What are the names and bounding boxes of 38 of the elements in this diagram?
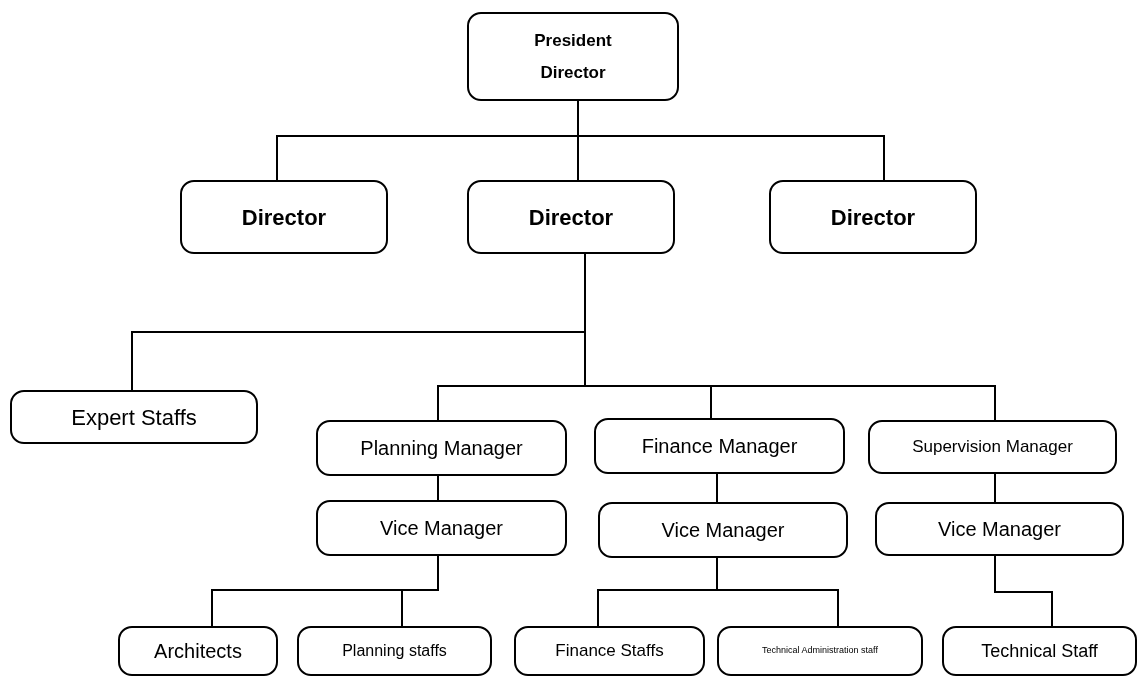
box-label: Supervision Manager — [912, 436, 1073, 459]
org-box — [10, 390, 258, 444]
box-label: Planning Manager — [360, 436, 523, 461]
org-box — [717, 626, 923, 676]
box-label: Finance Manager — [641, 434, 798, 459]
org-box — [316, 500, 567, 556]
org-box — [316, 420, 567, 476]
connector-line — [716, 473, 718, 503]
org-box — [467, 180, 675, 254]
connector-line — [994, 555, 1053, 627]
box-label: Vice Manager — [379, 516, 503, 541]
org-box — [514, 626, 705, 676]
org-box — [598, 502, 848, 558]
connector-line — [994, 473, 996, 503]
box-label: Finance Staffs — [555, 640, 664, 663]
org-box — [467, 12, 679, 101]
box-label: Vice Manager — [937, 517, 1061, 542]
org-box — [180, 180, 388, 254]
org-box — [594, 418, 845, 474]
org-box — [942, 626, 1137, 676]
box-label: Planning staffs — [342, 641, 447, 661]
box-label: Vice Manager — [661, 518, 785, 543]
org-box — [868, 420, 1117, 474]
box-label: Director — [830, 203, 916, 232]
box-label: Technical Administration staff — [762, 644, 878, 658]
connector-line — [401, 555, 439, 627]
org-box — [297, 626, 492, 676]
box-label: Director — [241, 203, 327, 232]
org-box — [118, 626, 278, 676]
org-box — [769, 180, 977, 254]
box-label: Director — [528, 203, 614, 232]
org-box — [875, 502, 1124, 556]
box-label: Technical Staff — [981, 639, 1098, 663]
box-label: President Director — [533, 29, 613, 84]
box-label: Expert Staffs — [71, 403, 197, 432]
connector-line — [437, 475, 439, 501]
connector-line — [716, 557, 839, 627]
box-label: Architects — [154, 639, 242, 664]
